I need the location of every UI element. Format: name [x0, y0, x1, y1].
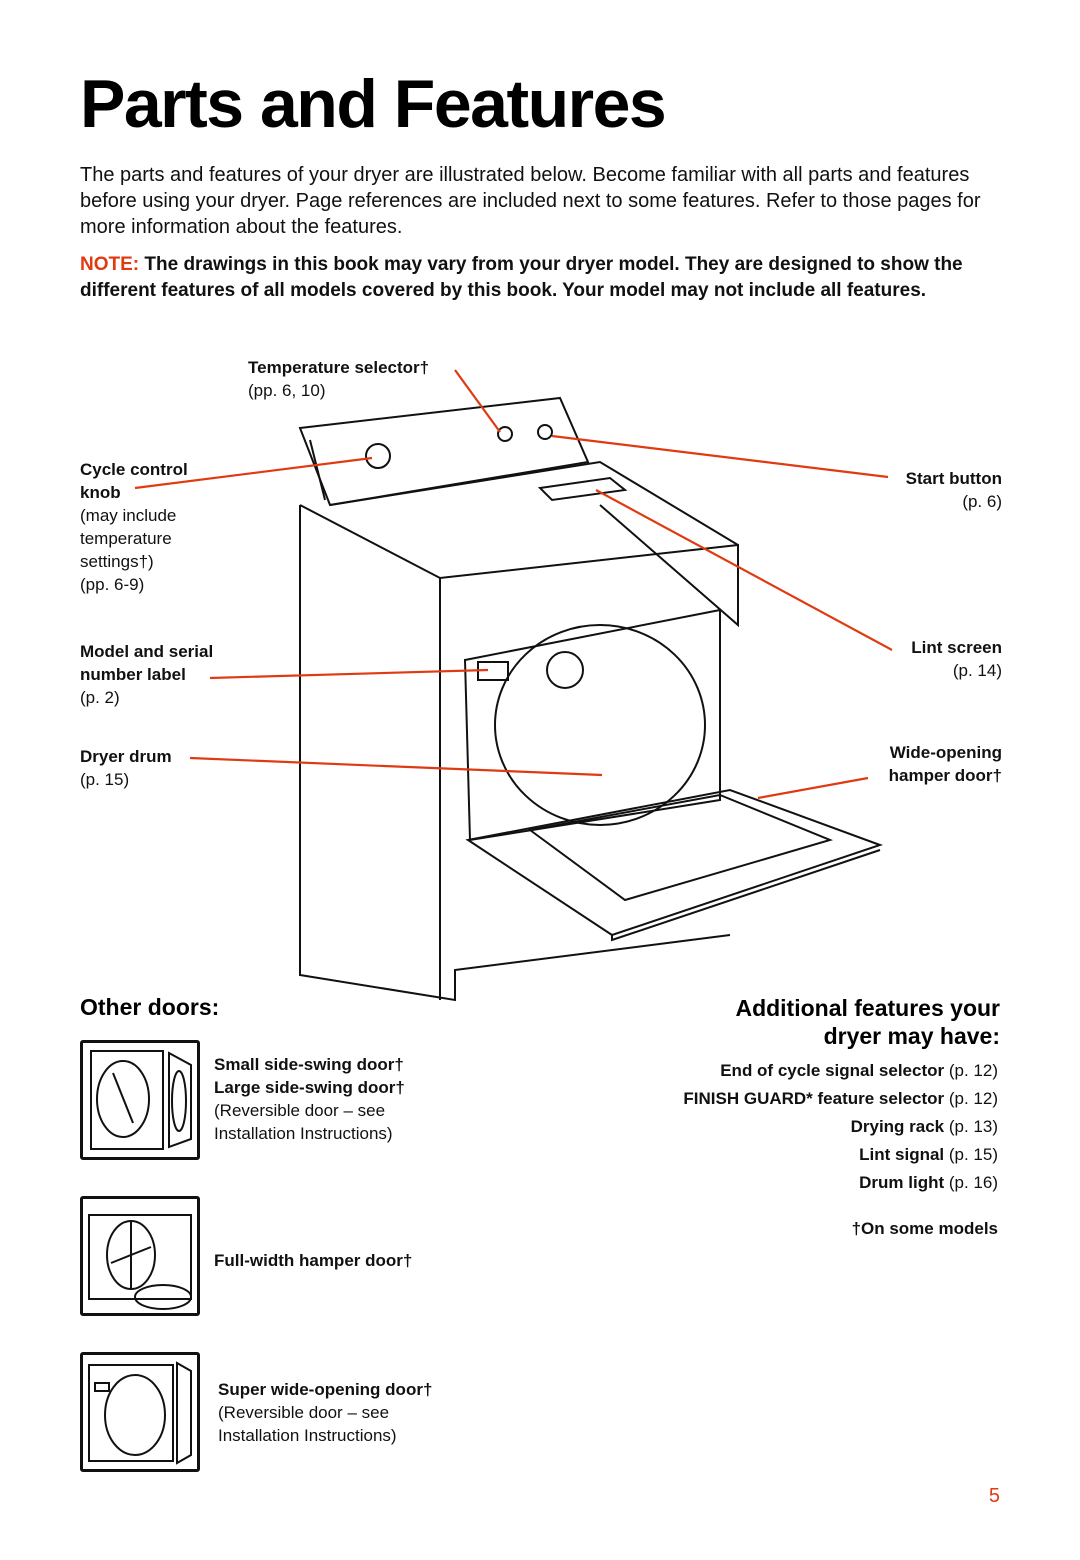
start-button-leader: [551, 434, 889, 479]
door-opening: [463, 608, 721, 842]
cycle-knob-illustration: [365, 443, 391, 469]
feature-item: FINISH GUARD* feature selector (p. 12): [683, 1089, 998, 1108]
note-lead: NOTE:: [80, 254, 140, 275]
side-swing-door-thumbnail: [80, 1040, 200, 1160]
note-paragraph: NOTE: The drawings in this book may vary…: [80, 252, 1000, 304]
cycle-knob-leader: [134, 456, 373, 490]
full-width-hamper-door-label: Full-width hamper door†: [214, 1251, 413, 1270]
hamper-door-label: Wide-opening hamper door†: [888, 743, 1002, 785]
temperature-knob-illustration: [497, 426, 513, 442]
lint-screen-label: Lint screen (p. 14): [911, 638, 1002, 680]
start-button-label: Start button (p. 6): [905, 469, 1002, 511]
dryer-cabinet: [299, 505, 731, 1002]
feature-item: Drying rack (p. 13): [850, 1117, 998, 1136]
footnote: †On some models: [851, 1219, 998, 1238]
lint-screen-illustration: [537, 476, 628, 502]
page-title: Parts and Features: [80, 66, 667, 142]
dryer-drum-illustration: [494, 624, 706, 826]
feature-item: Drum light (p. 16): [859, 1173, 998, 1192]
feature-item: Lint signal (p. 15): [859, 1145, 998, 1164]
hamper-door-leader: [757, 776, 869, 800]
super-wide-opening-door-label: Super wide-opening door† (Reversible doo…: [218, 1380, 433, 1445]
model-label-leader: [209, 668, 489, 680]
cycle-knob-label: Cycle control knob (may include temperat…: [80, 460, 188, 594]
start-button-illustration: [537, 424, 553, 440]
feature-item: End of cycle signal selector (p. 12): [720, 1061, 998, 1080]
dryer-drum-label: Dryer drum (p. 15): [80, 747, 172, 789]
dryer-drum-leader: [189, 756, 603, 777]
note-text: The drawings in this book may vary from …: [80, 254, 963, 301]
additional-features-heading: Additional features your dryer may have:: [735, 995, 1000, 1049]
dryer-console: [298, 396, 590, 507]
hamper-door-illustration: [465, 788, 884, 937]
side-swing-door-label: Small side-swing door† Large side-swing …: [214, 1055, 405, 1143]
page-number: 5: [988, 1485, 1000, 1507]
super-wide-opening-door-thumbnail: [80, 1352, 200, 1472]
temp-selector-leader: [454, 369, 501, 433]
other-doors-heading: Other doors:: [80, 994, 220, 1020]
full-width-hamper-door-thumbnail: [80, 1196, 200, 1316]
additional-features-list: End of cycle signal selector (p. 12) FIN…: [683, 1057, 998, 1197]
intro-paragraph: The parts and features of your dryer are…: [80, 164, 981, 238]
model-label-label: Model and serial number label (p. 2): [80, 642, 214, 707]
temp-selector-label: Temperature selector† (pp. 6, 10): [248, 358, 430, 400]
lint-screen-leader: [595, 489, 893, 651]
